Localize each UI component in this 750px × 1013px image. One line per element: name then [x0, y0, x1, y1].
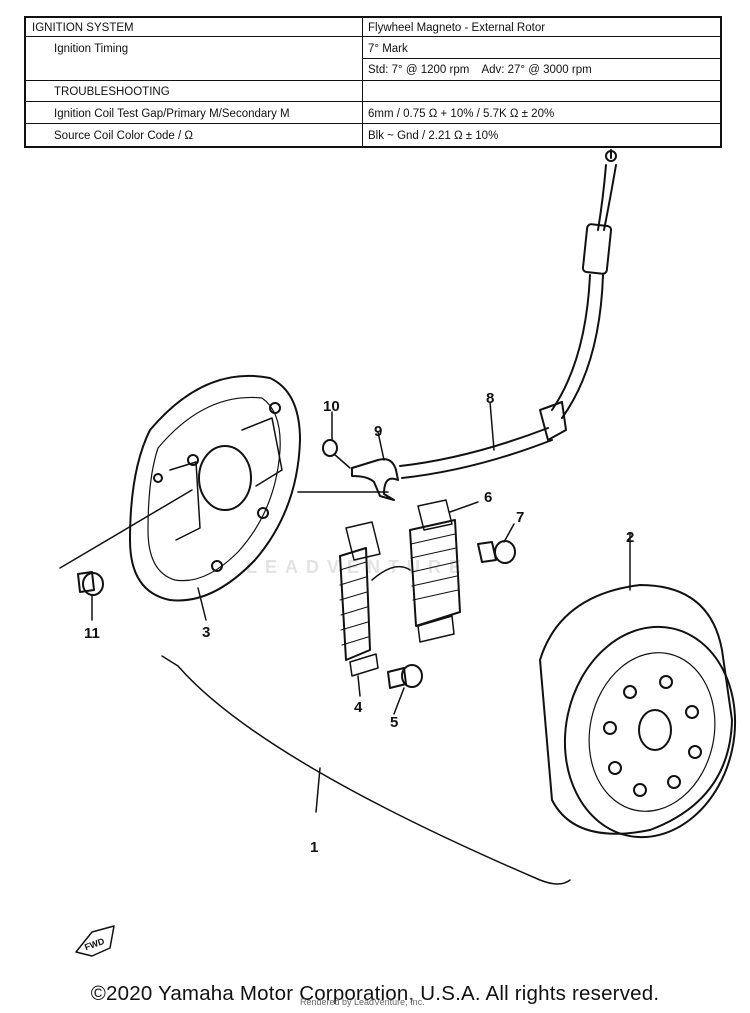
- watermark: LEADVENTURE: [246, 557, 470, 577]
- spec-table: IGNITION SYSTEM Flywheel Magneto - Exter…: [24, 16, 722, 148]
- callout-3: 3: [202, 624, 210, 641]
- table-label: Ignition Timing: [54, 43, 129, 55]
- callout-7: 7: [516, 509, 524, 526]
- table-label: Source Coil Color Code / Ω: [54, 130, 193, 142]
- table-divider: [26, 123, 720, 124]
- wire-clamp: [351, 458, 399, 501]
- fwd-arrow-icon: [75, 925, 115, 957]
- table-divider: [362, 58, 720, 59]
- callouts: 1 2 3 4 5 6 7 8 9 10 11 FWD: [83, 390, 634, 952]
- flywheel-rotor: [539, 584, 737, 839]
- charge-coil: [409, 499, 461, 643]
- callout-5: 5: [390, 714, 398, 731]
- callout-6: 6: [484, 489, 492, 506]
- table-column-divider: [362, 18, 363, 146]
- screw-7: [477, 540, 516, 564]
- screw-5: [387, 664, 423, 689]
- table-label: IGNITION SYSTEM: [32, 22, 134, 34]
- assembly-bracket: [161, 655, 571, 885]
- table-divider: [26, 80, 720, 81]
- callout-10: 10: [323, 398, 340, 415]
- table-divider: [26, 101, 720, 102]
- table-label: Ignition Coil Test Gap/Primary M/Seconda…: [54, 108, 290, 120]
- table-divider: [26, 36, 720, 37]
- table-value: Blk ~ Gnd / 2.21 Ω ± 10%: [368, 130, 499, 142]
- screw-11: [77, 571, 104, 596]
- stator-plate: [129, 374, 301, 602]
- table-value: 7° Mark: [368, 43, 408, 55]
- callout-1: 1: [310, 839, 318, 856]
- screw-10: [322, 439, 351, 469]
- callout-11: 11: [84, 625, 100, 642]
- callout-9: 9: [374, 423, 382, 440]
- callout-2: 2: [626, 529, 634, 546]
- table-value: Flywheel Magneto - External Rotor: [368, 22, 546, 34]
- table-value: 6mm / 0.75 Ω + 10% / 5.7K Ω ± 20%: [368, 108, 555, 120]
- table-value: Std: 7° @ 1200 rpm Adv: 27° @ 3000 rpm: [368, 64, 592, 76]
- callout-8: 8: [486, 390, 494, 407]
- source-coil: [339, 521, 411, 677]
- table-label: TROUBLESHOOTING: [54, 86, 170, 98]
- wire-harness: [399, 149, 617, 479]
- watermark-credit: Rendered by LeadVenture, Inc.: [300, 997, 425, 1007]
- leader-lines: [59, 401, 631, 813]
- callout-4: 4: [354, 699, 363, 716]
- copyright-notice: ©2020 Yamaha Motor Corporation, U.S.A. A…: [90, 982, 660, 1005]
